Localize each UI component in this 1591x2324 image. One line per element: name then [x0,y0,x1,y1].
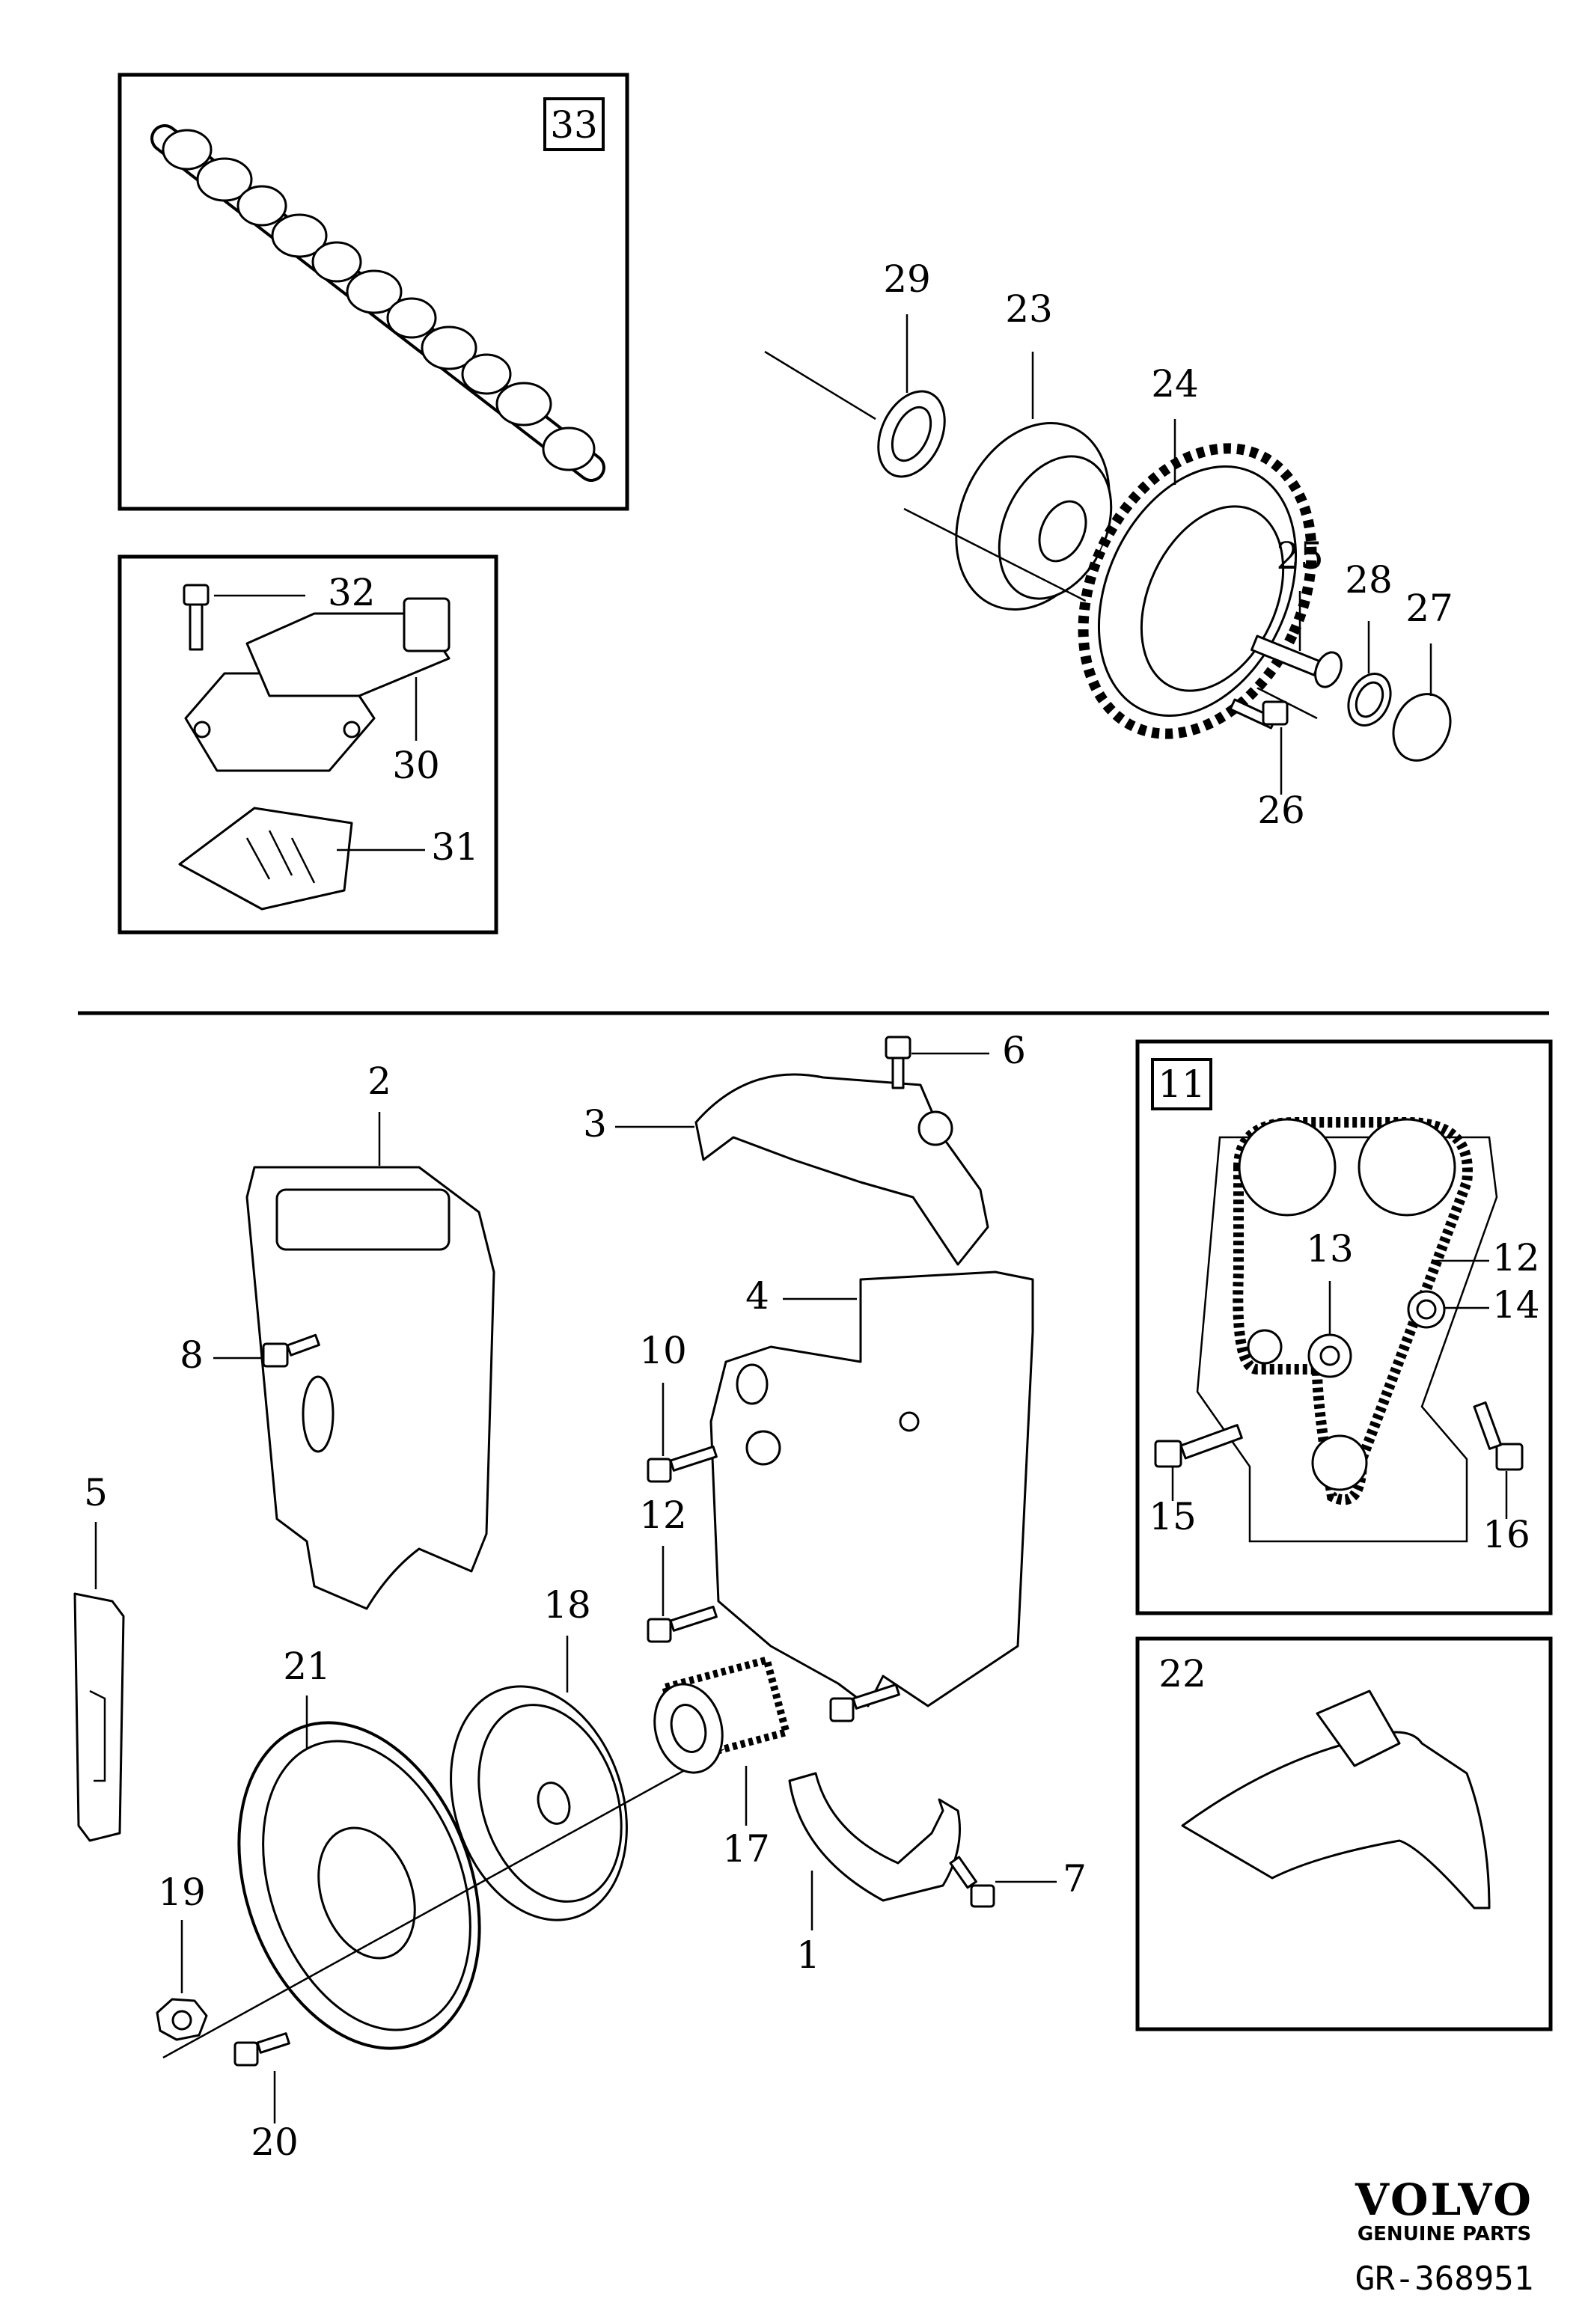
bolt-7 [949,1856,995,1908]
back-plate-4 [709,1270,1034,1707]
callout-3: 3 [583,1102,607,1146]
callout-8: 8 [180,1333,204,1377]
brand-tagline: GENUINE PARTS [1358,2223,1531,2245]
bolt-16 [1473,1401,1524,1471]
callout-12-inset: 12 [1492,1236,1540,1279]
upper-cover-3 [694,1073,989,1266]
inset-solenoid-frame [117,554,498,935]
callout-32: 32 [328,571,376,614]
timing-belt-12 [1233,1117,1473,1505]
timing-cover-2 [245,1166,495,1610]
callout-23: 23 [1005,287,1053,331]
bolt-32 [183,584,210,651]
bolt-20 [233,2032,290,2067]
callout-5: 5 [84,1471,108,1514]
callout-19: 19 [158,1871,206,1914]
callout-6: 6 [1002,1029,1026,1072]
bolt-10 [647,1445,718,1483]
inset-11-frame [1135,1039,1553,1615]
inset-22-frame [1135,1636,1553,2031]
nut-19 [156,1998,208,2041]
pulley-18 [450,1685,628,1921]
seal-29 [877,390,946,478]
callout-10: 10 [639,1329,687,1372]
gasket-31 [178,807,353,911]
bolt-25 [1250,634,1343,688]
bolt-15 [1154,1424,1243,1468]
o-ring-28 [1347,673,1392,727]
callout-16: 16 [1482,1513,1530,1556]
bolt-6 [885,1036,911,1089]
callout-7: 7 [1063,1857,1087,1901]
callout-18: 18 [543,1583,591,1627]
bolt-26 [1229,698,1289,730]
callout-4: 4 [745,1274,769,1318]
inset-33-box [543,97,605,151]
callout-24: 24 [1151,362,1199,406]
tensioner-13 [1307,1333,1352,1378]
callout-31: 31 [431,825,479,869]
damper-21 [237,1721,481,2050]
bolt-8 [262,1333,320,1368]
callout-21: 21 [283,1645,331,1688]
bolt-back-plate [829,1683,900,1722]
inset-camshaft-frame [117,73,629,511]
callout-14: 14 [1492,1283,1540,1327]
callout-27: 27 [1405,587,1453,630]
callout-13: 13 [1306,1227,1354,1270]
cap-27 [1392,693,1452,762]
camshaft-adjuster-23 [955,422,1113,611]
callout-20: 20 [251,2120,299,2164]
brand-logo: VOLVO [1355,2174,1533,2225]
clip-5 [73,1592,125,1842]
callout-25: 25 [1276,534,1324,578]
crank-sprocket-17 [653,1655,791,1774]
callout-1: 1 [796,1933,820,1977]
sprocket-24 [1078,443,1317,739]
camshaft [150,124,605,482]
callout-11: 11 [1158,1062,1206,1106]
inset-11-box [1151,1058,1212,1110]
lower-cover-1 [788,1772,961,1902]
callout-28: 28 [1345,558,1393,602]
callout-17: 17 [722,1827,770,1871]
idler-14 [1407,1290,1446,1329]
callout-12: 12 [639,1493,687,1537]
callout-15: 15 [1149,1495,1197,1538]
solenoid-30 [184,597,451,772]
callout-33: 33 [550,103,598,147]
callout-26: 26 [1257,789,1305,832]
callout-2: 2 [367,1059,391,1103]
callout-22: 22 [1158,1652,1206,1695]
bolt-12 [647,1605,718,1643]
callout-30: 30 [392,744,440,787]
guide-22 [1181,1690,1491,1909]
diagram-reference: GR-368951 [1355,2260,1533,2298]
callout-29: 29 [883,257,931,301]
